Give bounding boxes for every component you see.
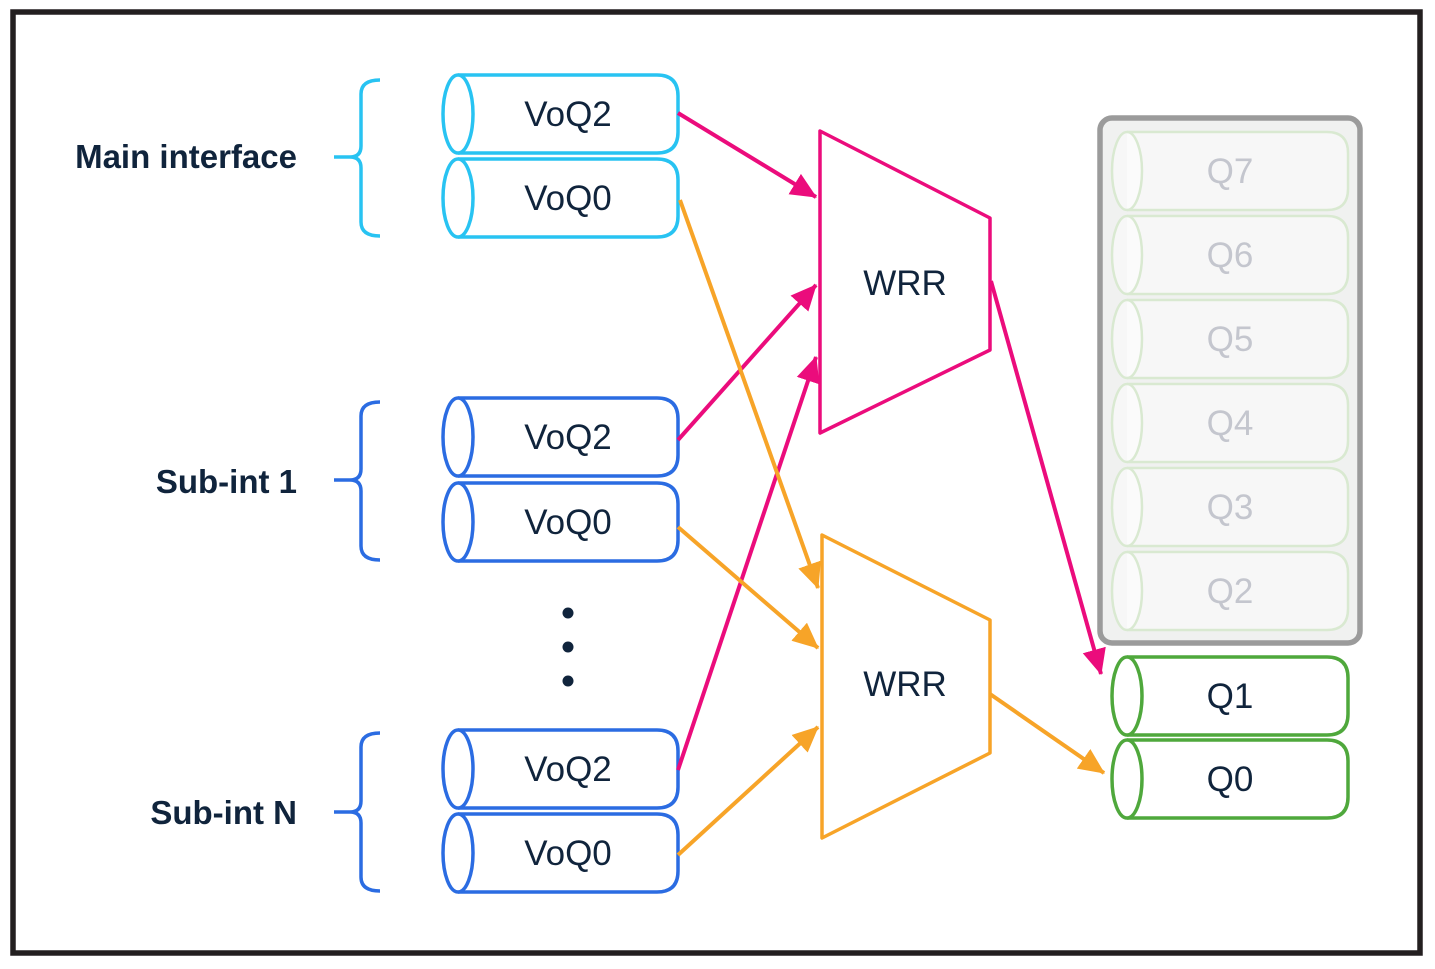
cylinder-subn-voq0: VoQ0 (441, 812, 680, 894)
flow-subn-voq2-to-wrr-high (676, 355, 820, 771)
queue-label: Q1 (1207, 677, 1254, 716)
cylinder-body (1127, 550, 1350, 632)
cylinder-q6: Q6 (1110, 214, 1350, 296)
cylinder-cap (441, 481, 475, 563)
cylinder-cap (441, 157, 475, 239)
ellipsis-dots (562, 607, 574, 687)
main-interface-label: Main interface (75, 138, 297, 175)
group-main-interface: Main interface VoQ2 VoQ0 (75, 73, 680, 239)
flow-main-voq0-to-wrr-low (678, 199, 821, 590)
brace-main-interface (334, 78, 381, 238)
sub-int-1-label: Sub-int 1 (156, 463, 297, 500)
dot (562, 675, 574, 687)
egress-queue-box: Q7 Q6 Q5 Q4 Q3 Q2 (1097, 115, 1363, 646)
wrr-low-label: WRR (863, 665, 947, 704)
dot (562, 607, 574, 619)
queue-label: Q3 (1207, 488, 1254, 527)
cylinder-body (1127, 466, 1350, 548)
cylinder-q4: Q4 (1110, 382, 1350, 464)
wrr-high-label: WRR (863, 264, 947, 303)
cylinder-q7: Q7 (1110, 130, 1350, 212)
cylinder-cap (1110, 550, 1144, 632)
cylinder-q0: Q0 (1110, 738, 1350, 820)
cylinder-subn-voq2: VoQ2 (441, 728, 680, 810)
queue-label: Q4 (1207, 404, 1254, 443)
group-sub-int-1: Sub-int 1 VoQ2 VoQ0 (156, 396, 680, 563)
queue-label: Q6 (1207, 236, 1254, 275)
scheduler-wrr-high: WRR (818, 129, 992, 435)
outer-frame (10, 9, 1423, 956)
cylinder-cap (1110, 738, 1144, 820)
queue-label: Q2 (1207, 572, 1254, 611)
cylinder-body (1127, 655, 1350, 737)
flow-wrr-high-to-q1 (989, 280, 1106, 676)
dot (562, 641, 574, 653)
scheduler-wrr-low: WRR (820, 533, 992, 840)
wrr-low-funnel (820, 533, 992, 840)
voq-label: VoQ0 (524, 503, 612, 542)
cylinder-body (1127, 738, 1350, 820)
flow-wrr-low-to-q0 (988, 692, 1106, 775)
queue-label: Q5 (1207, 320, 1254, 359)
cylinder-body (1127, 130, 1350, 212)
cylinder-cap (441, 728, 475, 810)
cylinder-sub1-voq2: VoQ2 (441, 396, 680, 478)
wrr-high-funnel (818, 129, 992, 435)
voq-label: VoQ2 (524, 750, 612, 789)
cylinder-body (1127, 298, 1350, 380)
voq-label: VoQ0 (524, 834, 612, 873)
flow-sub1-voq0-to-wrr-low (676, 525, 820, 650)
group-sub-int-n: Sub-int N VoQ2 VoQ0 (150, 728, 680, 894)
cylinder-cap (1110, 130, 1144, 212)
cylinder-main-voq2: VoQ2 (441, 73, 680, 155)
cylinder-cap (1110, 655, 1144, 737)
cylinder-q2: Q2 (1110, 550, 1350, 632)
cylinder-cap (1110, 298, 1144, 380)
cylinder-q5: Q5 (1110, 298, 1350, 380)
cylinder-q3: Q3 (1110, 466, 1350, 548)
brace-sub-int-n (334, 731, 381, 893)
cylinder-cap (441, 73, 475, 155)
flow-sub1-voq2-to-wrr-high (676, 283, 818, 442)
cylinder-cap (441, 396, 475, 478)
cylinder-cap (1110, 466, 1144, 548)
egress-box-frame (1097, 115, 1363, 646)
cylinder-sub1-voq0: VoQ0 (441, 481, 680, 563)
queue-label: Q7 (1207, 152, 1254, 191)
cylinder-body (1127, 214, 1350, 296)
cylinder-q1: Q1 (1110, 655, 1350, 737)
cylinder-body (1127, 382, 1350, 464)
cylinder-cap (1110, 382, 1144, 464)
flow-subn-voq0-to-wrr-low (676, 725, 820, 857)
cylinder-main-voq0: VoQ0 (441, 157, 680, 239)
cylinder-cap (1110, 214, 1144, 296)
queue-label: Q0 (1207, 760, 1254, 799)
sub-int-n-label: Sub-int N (150, 794, 297, 831)
voq-label: VoQ2 (524, 418, 612, 457)
flow-main-voq2-to-wrr-high (676, 111, 818, 199)
brace-sub-int-1 (334, 400, 381, 562)
cylinder-cap (441, 812, 475, 894)
voq-label: VoQ0 (524, 179, 612, 218)
cylinder-body (458, 481, 680, 563)
cylinder-body (458, 157, 680, 239)
voq-label: VoQ2 (524, 95, 612, 134)
